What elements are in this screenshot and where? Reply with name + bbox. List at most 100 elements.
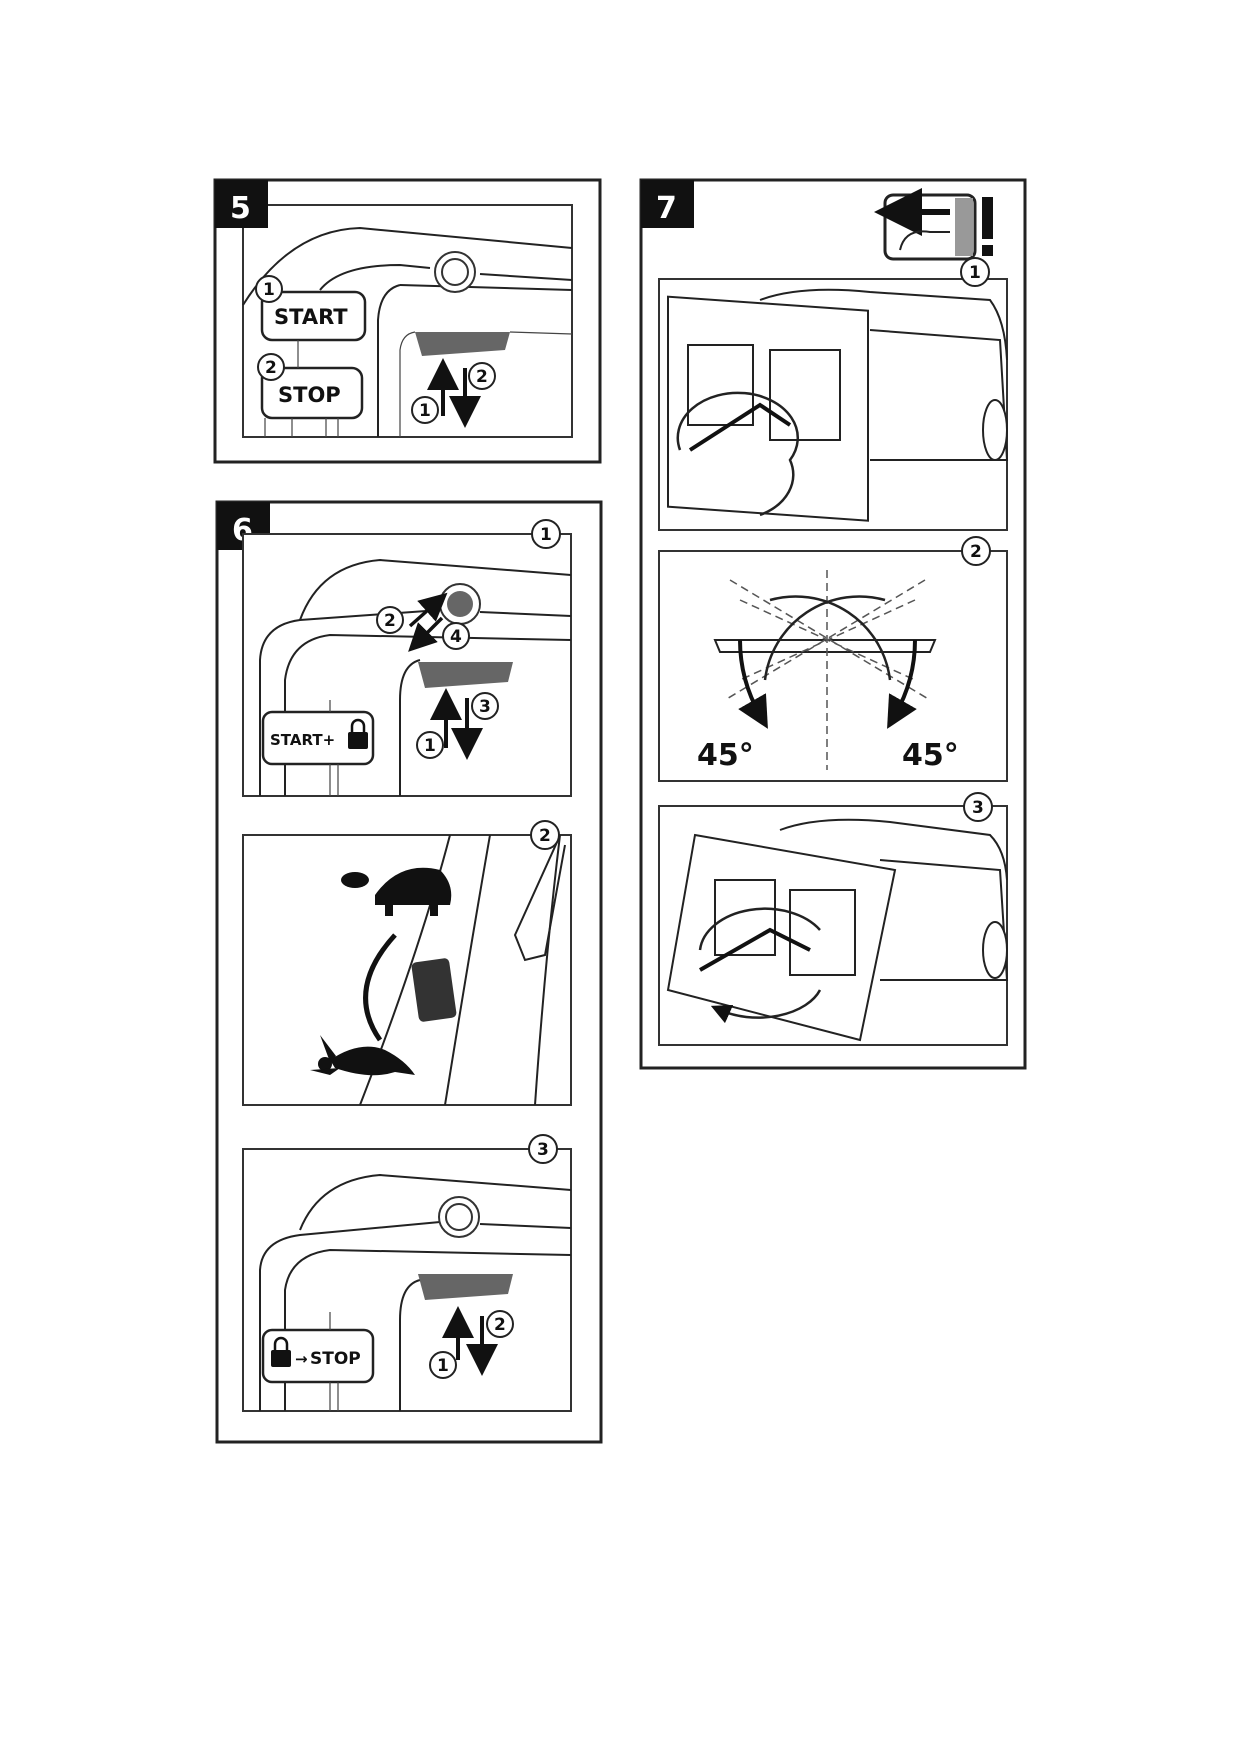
illustration-shape: [318, 1057, 332, 1071]
label-text: 2: [494, 1315, 506, 1335]
label-text: STOP: [278, 383, 341, 407]
illustration-shape: [687, 344, 754, 426]
illustration-shape: [255, 275, 283, 303]
lock-icon: [271, 1336, 291, 1367]
illustration-shape: [261, 710, 375, 766]
label-text: START: [274, 305, 348, 329]
illustration-shape: [273, 1336, 289, 1350]
illustration-shape: [444, 834, 491, 1106]
illustration-shape: [416, 731, 444, 759]
illustration-shape: [955, 198, 973, 256]
illustration-shape: [350, 718, 366, 732]
panel-index: 3: [963, 792, 993, 822]
illustration-shape: [676, 391, 800, 517]
illustration-shape: [468, 362, 496, 390]
illustration-shape: [779, 818, 1008, 881]
illustration-shape: [534, 834, 561, 1106]
step-7-panel-1: 1: [658, 257, 1009, 531]
illustration-shape: [399, 659, 421, 796]
label-text: 1: [419, 401, 431, 421]
illustration-shape: [471, 692, 499, 720]
illustration-shape: [531, 519, 561, 549]
illustration-shape: [341, 872, 369, 888]
illustration-shape: [442, 622, 470, 650]
illustration-shape: [271, 1350, 291, 1367]
illustration-shape: [759, 288, 1008, 361]
illustration-shape: [658, 550, 1008, 782]
illustration-shape: [260, 290, 367, 342]
angle-right-label: 45°: [902, 738, 959, 773]
illustration-shape: [899, 230, 950, 251]
step-number: 5: [230, 191, 251, 226]
illustration-shape: [375, 867, 452, 905]
illustration-shape: [299, 558, 572, 621]
illustration-shape: [887, 639, 917, 729]
step-6-box: 6 START+ 2 4 1 3 1: [215, 500, 603, 1444]
label-text: 3: [537, 1140, 549, 1160]
label-text: 2: [476, 367, 488, 387]
illustration-shape: [528, 1134, 558, 1164]
label-text: 1: [424, 736, 436, 756]
illustration-shape: [408, 616, 444, 652]
illustration-shape: [399, 1279, 421, 1411]
panel-index: 2: [961, 536, 991, 566]
illustration-shape: [330, 1046, 415, 1076]
illustration-shape: [430, 900, 438, 916]
illustration-shape: [982, 245, 993, 256]
illustration-shape: [299, 1173, 572, 1231]
illustration-shape: [961, 536, 991, 566]
step-number-badge: [641, 180, 694, 228]
label-text: 1: [540, 525, 552, 545]
step-number-badge: [215, 180, 268, 228]
stop-button-label: STOP: [260, 366, 364, 420]
illustration-shape: [385, 900, 393, 916]
label-text: 1: [437, 1356, 449, 1376]
callout-1: 1: [255, 275, 283, 303]
step-number: 7: [656, 191, 677, 226]
label-text: 1: [969, 263, 981, 283]
label-text: 2: [970, 542, 982, 562]
illustration-shape: [688, 402, 792, 452]
illustration-shape: [376, 606, 404, 634]
illustration-shape: [713, 639, 937, 653]
power-light-icon: [447, 591, 473, 617]
illustration-shape: [879, 859, 1009, 981]
step-6-panel-2: 2: [242, 820, 572, 1106]
lock-stop-button-label: → STOP: [261, 1328, 375, 1384]
illustration-shape: [738, 639, 768, 729]
lock-icon: [348, 718, 368, 749]
illustration-shape: [264, 340, 339, 437]
step-7-box: 7 1: [639, 178, 1027, 1070]
panel-index: 1: [960, 257, 990, 287]
illustration-shape: [982, 921, 1008, 979]
label-text: STOP: [310, 1349, 361, 1369]
label-text: 2: [265, 358, 277, 378]
illustration-shape: 2: [486, 1310, 514, 1338]
illustration-shape: [763, 595, 886, 681]
illustration-shape: [714, 879, 776, 956]
illustration-shape: [789, 889, 856, 976]
illustration-shape: [259, 1221, 572, 1411]
illustration-shape: [960, 257, 990, 287]
illustration-shape: [530, 820, 560, 850]
illustration-shape: [329, 700, 339, 796]
start-button-label: START: [260, 290, 367, 342]
illustration-shape: [699, 927, 811, 972]
illustration-shape: 3: [471, 692, 499, 720]
illustration-shape: [284, 1248, 572, 1411]
illustration-shape: [399, 331, 573, 437]
illustration-shape: [259, 609, 572, 796]
label-text: 2: [539, 826, 551, 846]
illustration-shape: [377, 284, 401, 437]
illustration-shape: 4: [442, 622, 470, 650]
illustration-shape: [408, 592, 448, 628]
illustration-shape: [348, 732, 368, 749]
panel-index: 1: [531, 519, 561, 549]
illustration-shape: [329, 1312, 339, 1411]
illustration-shape: 2: [376, 606, 404, 634]
step-7-panel-2: 45° 45° 2: [658, 536, 1008, 782]
illustration-shape: [261, 1328, 375, 1384]
label-text: START+: [270, 731, 335, 749]
label-text: 3: [479, 697, 491, 717]
